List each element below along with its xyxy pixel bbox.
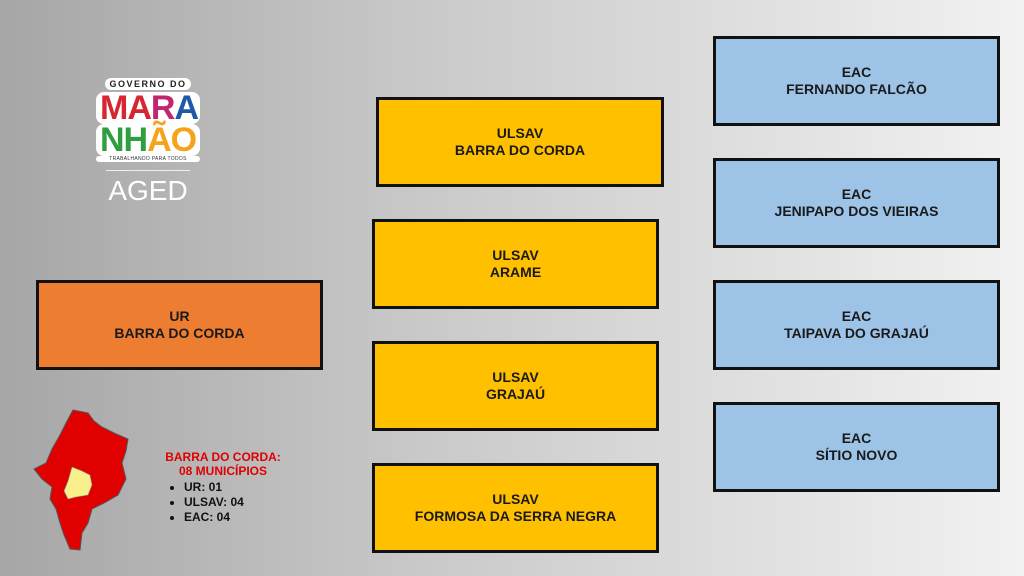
box-name: FERNANDO FALCÃO xyxy=(786,81,927,97)
governo-maranhao-logo: GOVERNO DO MARA NHÃO TRABALHANDO PARA TO… xyxy=(96,74,200,207)
box-name: JENIPAPO DOS VIEIRAS xyxy=(774,203,939,219)
box-name: BARRA DO CORDA xyxy=(454,142,586,158)
legend: BARRA DO CORDA: 08 MUNICÍPIOS UR: 01 ULS… xyxy=(160,450,286,525)
box-name: BARRA DO CORDA xyxy=(114,325,245,341)
aged-label: AGED xyxy=(106,170,190,207)
barra-do-corda-region xyxy=(63,466,93,500)
box-type: EAC xyxy=(841,308,872,324)
box-type: ULSAV xyxy=(492,491,539,507)
legend-item: ULSAV: 04 xyxy=(184,495,286,510)
legend-item: UR: 01 xyxy=(184,480,286,495)
box-name: ARAME xyxy=(489,264,542,280)
box-type: ULSAV xyxy=(496,125,544,141)
box-name: SÍTIO NOVO xyxy=(815,447,898,463)
box-name: FORMOSA DA SERRA NEGRA xyxy=(414,508,617,524)
logo-line3: NHÃO xyxy=(96,123,200,157)
box-type: UR xyxy=(169,308,190,324)
logo-line2: MARA xyxy=(96,91,200,125)
box-type: ULSAV xyxy=(492,369,539,385)
maranhao-map xyxy=(33,409,129,551)
box-type: EAC xyxy=(841,430,872,446)
legend-item: EAC: 04 xyxy=(184,510,286,525)
box-name: GRAJAÚ xyxy=(485,386,546,402)
box-type: EAC xyxy=(841,186,872,202)
legend-subtitle: 08 MUNICÍPIOS xyxy=(178,464,268,478)
box-name: TAIPAVA DO GRAJAÚ xyxy=(784,325,929,341)
legend-title: BARRA DO CORDA: xyxy=(165,450,281,464)
logo-tagline: TRABALHANDO PARA TODOS xyxy=(96,156,200,162)
box-type: ULSAV xyxy=(492,247,539,263)
box-type: EAC xyxy=(841,64,872,80)
logo-line1: GOVERNO DO xyxy=(105,78,191,90)
